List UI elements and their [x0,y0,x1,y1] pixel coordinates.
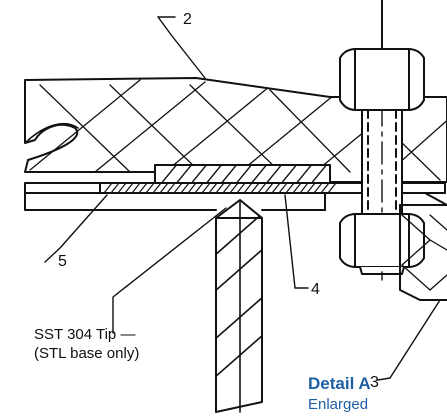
right-bracket [399,192,447,301]
leader-lines [44,16,441,381]
lower-nut [339,213,425,281]
detail-subtitle: Enlarged [308,396,368,413]
tip-label-line1: SST 304 Tip — [34,326,135,343]
callout-3: 3 [370,374,379,391]
callout-5: 5 [58,253,67,270]
callout-2: 2 [183,11,192,28]
mounting-plate [24,182,446,211]
upper-nut [339,48,425,111]
callout-4: 4 [311,281,320,298]
probe-tip [215,199,263,413]
detail-title: Detail A [308,374,371,393]
tip-label-line2: (STL base only) [34,345,139,362]
